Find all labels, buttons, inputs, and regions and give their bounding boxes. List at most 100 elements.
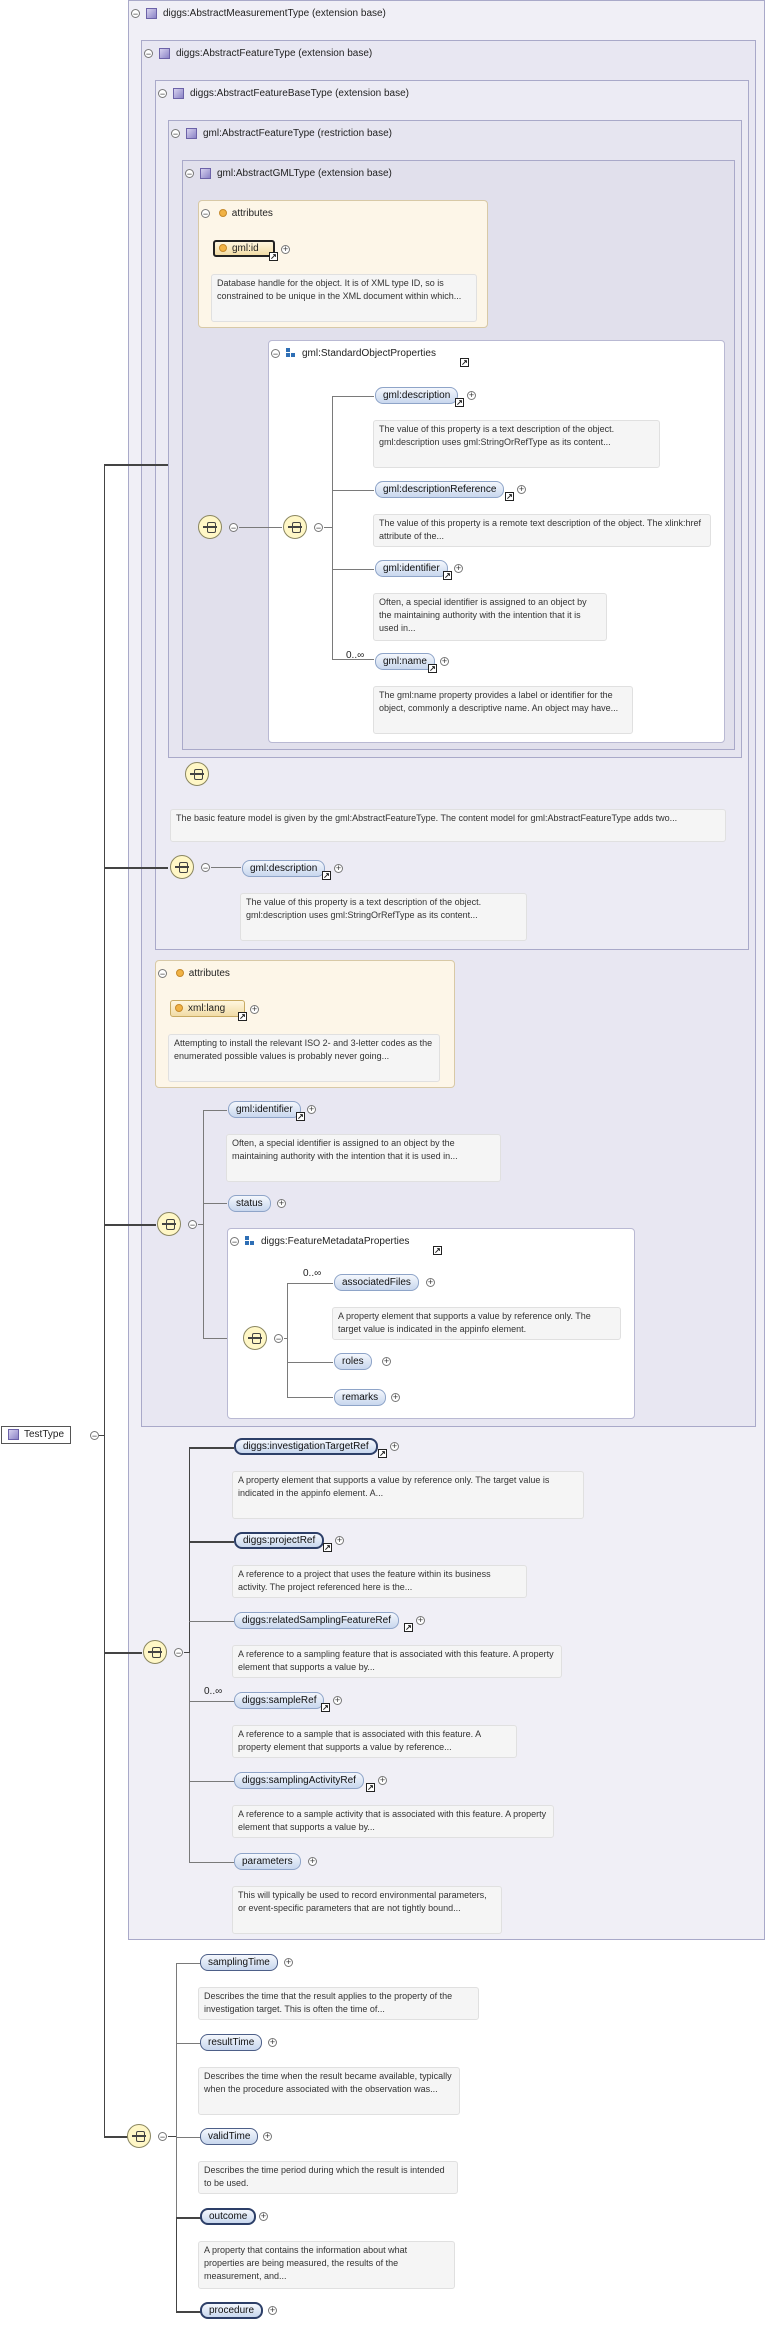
expand-icon[interactable]: + [440,656,449,666]
ref-arrow-icon[interactable]: ↗ [404,1623,413,1632]
collapse-icon[interactable]: − [144,48,153,59]
expand-icon[interactable]: + [308,1856,317,1866]
collapse-icon[interactable]: − [274,1334,283,1344]
project-ref-doc: A reference to a project that uses the f… [232,1565,527,1598]
collapse-icon[interactable]: − [230,1236,239,1247]
gml-id-attribute[interactable]: gml:id [213,240,275,257]
collapse-icon[interactable]: − [90,1431,99,1441]
feature-identifier-element[interactable]: gml:identifier [228,1101,301,1118]
collapse-icon[interactable]: − [158,968,167,979]
collapse-icon[interactable]: − [201,208,210,219]
ref-arrow-icon[interactable]: ↗ [460,358,469,367]
ref-arrow-icon[interactable]: ↗ [433,1246,442,1255]
ref-arrow-icon[interactable]: ↗ [455,398,464,407]
gml-name-element[interactable]: gml:name [375,653,435,670]
collapse-icon[interactable]: − [314,523,323,533]
connector-line [211,867,241,868]
collapse-icon[interactable]: − [201,863,210,873]
expand-icon[interactable]: + [333,1695,342,1705]
associated-files-element[interactable]: associatedFiles [334,1274,419,1291]
expand-icon[interactable]: + [391,1392,400,1402]
collapse-icon[interactable]: − [131,8,140,19]
sampling-time-element[interactable]: samplingTime [200,1954,278,1971]
expand-icon[interactable]: + [268,2305,277,2315]
expand-icon[interactable]: + [268,2037,277,2047]
abstract-feature-base-header[interactable]: −diggs:AbstractFeatureBaseType (extensio… [158,87,410,99]
project-ref-element[interactable]: diggs:projectRef [234,1532,325,1549]
base-description-doc: The value of this property is a text des… [240,893,527,941]
lang-attributes-header[interactable]: − attributes [158,968,230,979]
remarks-element[interactable]: remarks [334,1389,387,1406]
gml-description-element[interactable]: gml:description [375,387,459,404]
collapse-icon[interactable]: − [171,128,180,139]
parameters-element[interactable]: parameters [234,1853,301,1870]
collapse-icon[interactable]: − [158,2132,167,2142]
expand-icon[interactable]: + [454,563,463,573]
ref-arrow-icon[interactable]: ↗ [366,1783,375,1792]
gml-abstract-feature-header[interactable]: −gml:AbstractFeatureType (restriction ba… [171,127,392,139]
connector-line [189,1781,234,1782]
expand-icon[interactable]: + [307,1104,316,1114]
ref-arrow-icon[interactable]: ↗ [322,871,331,880]
ref-arrow-icon[interactable]: ↗ [321,1703,330,1712]
standard-object-properties-header[interactable]: −gml:StandardObjectProperties [271,348,436,359]
collapse-icon[interactable]: − [185,168,194,179]
ref-arrow-icon[interactable]: ↗ [378,1449,387,1458]
result-time-element[interactable]: resultTime [200,2034,263,2051]
collapse-icon[interactable]: − [229,523,238,533]
ref-arrow-icon[interactable]: ↗ [296,1112,305,1121]
expand-icon[interactable]: + [281,244,290,254]
related-sampling-feature-ref-element[interactable]: diggs:relatedSamplingFeatureRef [234,1612,399,1629]
collapse-icon[interactable]: − [174,1648,183,1658]
expand-icon[interactable]: + [250,1004,259,1014]
sequence-icon [143,1640,167,1664]
roles-element[interactable]: roles [334,1353,372,1370]
feature-metadata-header[interactable]: −diggs:FeatureMetadataProperties [230,1236,410,1247]
valid-time-doc: Describes the time period during which t… [198,2161,458,2194]
ref-arrow-icon[interactable]: ↗ [505,492,514,501]
sampling-activity-ref-element[interactable]: diggs:samplingActivityRef [234,1772,364,1789]
abstract-feature-header[interactable]: −diggs:AbstractFeatureType (extension ba… [144,47,373,59]
collapse-icon[interactable]: − [158,88,167,99]
status-element[interactable]: status [228,1195,271,1212]
expand-icon[interactable]: + [259,2211,268,2221]
collapse-icon[interactable]: − [271,348,280,359]
procedure-element[interactable]: procedure [200,2302,264,2319]
collapse-icon[interactable]: − [188,1220,197,1230]
complex-type-icon [173,87,184,99]
root-type[interactable]: TestType [1,1426,72,1444]
expand-icon[interactable]: + [517,484,526,494]
ref-arrow-icon[interactable]: ↗ [238,1012,247,1021]
expand-icon[interactable]: + [467,390,476,400]
abstract-measurement-header[interactable]: −diggs:AbstractMeasurementType (extensio… [131,7,386,19]
expand-icon[interactable]: + [277,1198,286,1208]
outcome-element[interactable]: outcome [200,2208,257,2225]
valid-time-element[interactable]: validTime [200,2128,259,2145]
gml-abstract-gml-header[interactable]: −gml:AbstractGMLType (extension base) [185,167,392,179]
ref-arrow-icon[interactable]: ↗ [443,571,452,580]
base-description-element[interactable]: gml:description [242,860,326,877]
expand-icon[interactable]: + [334,863,343,873]
expand-icon[interactable]: + [382,1356,391,1366]
expand-icon[interactable]: + [263,2131,272,2141]
result-time-doc: Describes the time when the result becam… [198,2067,460,2115]
expand-icon[interactable]: + [335,1535,344,1545]
expand-icon[interactable]: + [416,1615,425,1625]
gml-id-doc: Database handle for the object. It is of… [211,274,477,322]
gml-description-reference-element[interactable]: gml:descriptionReference [375,481,505,498]
ref-arrow-icon[interactable]: ↗ [428,664,437,673]
expand-icon[interactable]: + [390,1441,399,1451]
xml-lang-attribute[interactable]: xml:lang [170,1000,245,1017]
expand-icon[interactable]: + [426,1277,435,1287]
sample-ref-element[interactable]: diggs:sampleRef [234,1692,325,1709]
gml-attributes-header[interactable]: − attributes [201,208,273,219]
gml-identifier-element[interactable]: gml:identifier [375,560,448,577]
expand-icon[interactable]: + [284,1957,293,1967]
ref-arrow-icon[interactable]: ↗ [323,1543,332,1552]
parameters-doc: This will typically be used to record en… [232,1886,502,1934]
ref-arrow-icon[interactable]: ↗ [269,252,278,261]
connector-line [203,1110,204,1338]
investigation-target-ref-element[interactable]: diggs:investigationTargetRef [234,1438,378,1455]
attributes-icon [175,969,184,978]
expand-icon[interactable]: + [378,1775,387,1785]
